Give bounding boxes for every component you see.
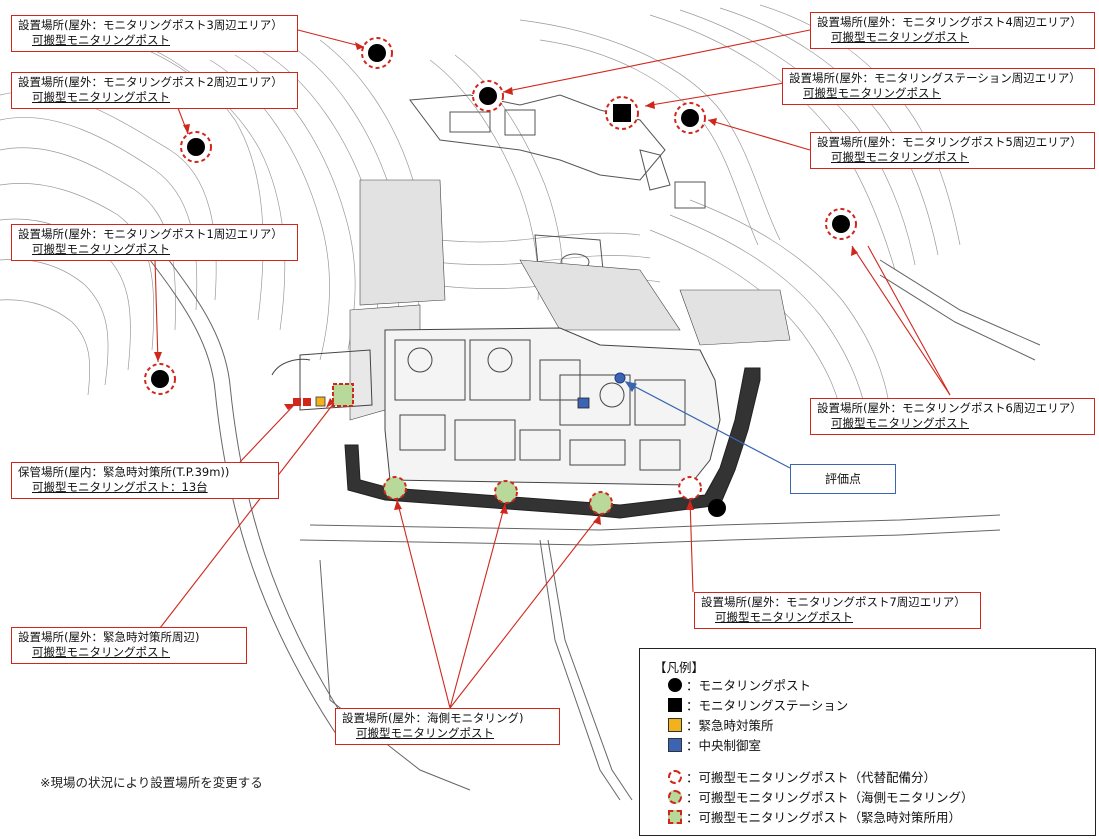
callout-ms-equipment: 可搬型モニタリングポスト	[803, 86, 941, 100]
evaluation-leader	[624, 381, 791, 469]
monitoring-station	[605, 96, 639, 130]
legend-title: 【凡例】	[654, 660, 705, 675]
legend-dashed-green-square-icon	[668, 810, 682, 824]
callout-mp6-equipment: 可搬型モニタリングポスト	[831, 416, 969, 430]
legend-label: ：可搬型モニタリングポスト（海側モニタリング）	[686, 790, 974, 805]
callout-sea-equipment: 可搬型モニタリングポスト	[356, 726, 494, 740]
slope-hatching	[349, 179, 791, 421]
legend-item-portable-emergency: ：可搬型モニタリングポスト（緊急時対策所用）	[668, 809, 961, 827]
callout-mp1-equipment: 可搬型モニタリングポスト	[32, 242, 170, 256]
evaluation-point-label: 評価点	[790, 464, 896, 494]
legend-square-blue-icon	[668, 738, 682, 752]
callout-mp7: 設置場所(屋外：モニタリングポスト7周辺エリア） 可搬型モニタリングポスト	[694, 592, 981, 629]
leader-lines	[154, 29, 951, 709]
callout-mp6: 設置場所(屋外：モニタリングポスト6周辺エリア） 可搬型モニタリングポスト	[810, 398, 1095, 435]
callout-emergency-equipment: 可搬型モニタリングポスト	[32, 645, 170, 659]
legend-label: ：中央制御室	[686, 738, 762, 753]
footnote: ※現場の状況により設置場所を変更する	[40, 775, 263, 790]
legend-square-orange-icon	[668, 718, 682, 732]
monitoring-post-1	[144, 363, 176, 395]
monitoring-post-6	[825, 208, 857, 240]
legend-label: ：可搬型モニタリングポスト（代替配備分）	[686, 770, 937, 785]
legend-item-portable-alternate: ：可搬型モニタリングポスト（代替配備分）	[668, 769, 936, 787]
monitoring-post-2	[180, 131, 212, 163]
callout-mp3: 設置場所(屋外：モニタリングポスト3周辺エリア） 可搬型モニタリングポスト	[11, 15, 298, 52]
legend-label: ：モニタリングポスト	[686, 678, 812, 693]
callout-mp4-location: 設置場所(屋外：モニタリングポスト4周辺エリア）	[817, 15, 1082, 29]
legend-item-control-room: ：中央制御室	[668, 737, 761, 755]
monitoring-post-3	[361, 37, 393, 69]
legend: 【凡例】 ：モニタリングポスト ：モニタリングステーション ：緊急時対策所 ：中…	[639, 648, 1096, 836]
callout-mp4-equipment: 可搬型モニタリングポスト	[831, 30, 969, 44]
legend-label: ：モニタリングステーション	[686, 698, 849, 713]
callout-storage-location: 保管場所(屋内：緊急時対策所(T.P.39m))	[18, 465, 230, 479]
callout-mp5-equipment: 可搬型モニタリングポスト	[831, 150, 969, 164]
callout-storage-equipment: 可搬型モニタリングポスト：13台	[32, 480, 208, 494]
plant-area	[271, 327, 721, 486]
callout-sea-location: 設置場所(屋外：海側モニタリング)	[342, 711, 524, 725]
callout-emergency-location: 設置場所(屋外：緊急時対策所周辺)	[18, 630, 200, 644]
legend-circle-black-icon	[668, 678, 682, 692]
legend-item-emergency-center: ：緊急時対策所	[668, 717, 774, 735]
callout-mp1: 設置場所(屋外：モニタリングポスト1周辺エリア） 可搬型モニタリングポスト	[11, 224, 298, 261]
callout-mp1-location: 設置場所(屋外：モニタリングポスト1周辺エリア）	[18, 227, 283, 241]
control-room	[577, 397, 590, 409]
legend-dashed-green-circle-icon	[668, 790, 682, 804]
legend-label: ：緊急時対策所	[686, 718, 774, 733]
callout-mp5-location: 設置場所(屋外：モニタリングポスト5周辺エリア）	[817, 135, 1082, 149]
callout-mp3-equipment: 可搬型モニタリングポスト	[32, 33, 170, 47]
legend-item-monitoring-station: ：モニタリングステーション	[668, 697, 848, 715]
monitoring-post-4	[472, 80, 504, 112]
evaluation-point-marker	[614, 372, 626, 384]
callout-mp2: 設置場所(屋外：モニタリングポスト2周辺エリア） 可搬型モニタリングポスト	[11, 72, 298, 109]
callout-mp7-location: 設置場所(屋外：モニタリングポスト7周辺エリア）	[701, 595, 966, 609]
callout-mp5: 設置場所(屋外：モニタリングポスト5周辺エリア） 可搬型モニタリングポスト	[810, 132, 1095, 169]
callout-mp4: 設置場所(屋外：モニタリングポスト4周辺エリア） 可搬型モニタリングポスト	[810, 12, 1095, 49]
callout-mp7-equipment: 可搬型モニタリングポスト	[715, 610, 853, 624]
callout-storage: 保管場所(屋内：緊急時対策所(T.P.39m)) 可搬型モニタリングポスト：13…	[11, 462, 279, 499]
evaluation-point-text: 評価点	[824, 472, 861, 486]
monitoring-post-5	[674, 102, 706, 134]
legend-dashed-circle-icon	[668, 770, 682, 784]
callout-emergency-area: 設置場所(屋外：緊急時対策所周辺) 可搬型モニタリングポスト	[11, 627, 247, 664]
callout-mp2-equipment: 可搬型モニタリングポスト	[32, 90, 170, 104]
leader-arrowheads	[154, 42, 858, 525]
legend-label: ：可搬型モニタリングポスト（緊急時対策所用）	[686, 810, 962, 825]
sea-side-posts	[383, 476, 613, 515]
callout-mp6-location: 設置場所(屋外：モニタリングポスト6周辺エリア）	[817, 401, 1082, 415]
legend-item-portable-sea: ：可搬型モニタリングポスト（海側モニタリング）	[668, 789, 974, 807]
monitoring-post-7	[678, 476, 726, 517]
callout-mp3-location: 設置場所(屋外：モニタリングポスト3周辺エリア）	[18, 18, 283, 32]
legend-item-monitoring-post: ：モニタリングポスト	[668, 677, 811, 695]
callout-ms-location: 設置場所(屋外：モニタリングステーション周辺エリア）	[789, 71, 1081, 85]
callout-monitoring-station: 設置場所(屋外：モニタリングステーション周辺エリア） 可搬型モニタリングポスト	[782, 68, 1095, 105]
callout-mp2-location: 設置場所(屋外：モニタリングポスト2周辺エリア）	[18, 75, 283, 89]
legend-square-black-icon	[668, 698, 682, 712]
emergency-response-center	[293, 383, 354, 407]
callout-sea-side: 設置場所(屋外：海側モニタリング) 可搬型モニタリングポスト	[335, 708, 560, 745]
